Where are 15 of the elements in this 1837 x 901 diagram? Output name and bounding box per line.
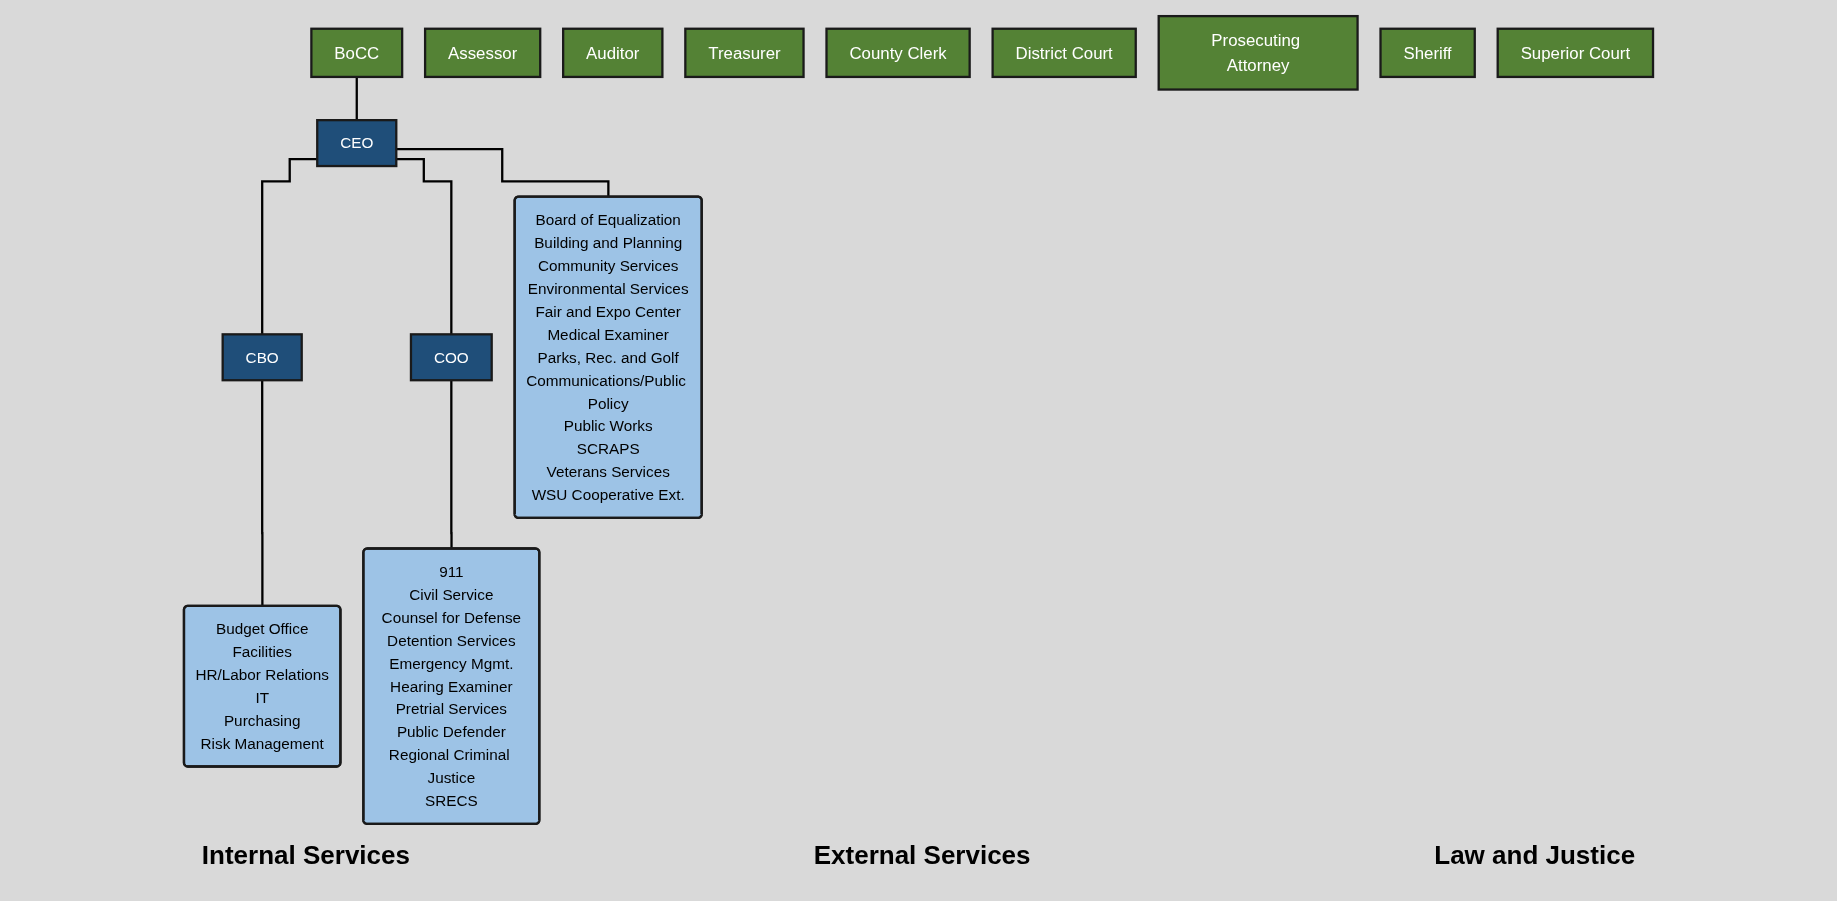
node-box: Auditor bbox=[562, 27, 664, 79]
node-box: Sheriff bbox=[1379, 27, 1476, 79]
node-box: District Court bbox=[991, 27, 1137, 79]
node-box: Prosecuting Attorney bbox=[1157, 14, 1359, 91]
node-box: CBO bbox=[221, 333, 303, 382]
section-label: Internal Services bbox=[201, 840, 410, 871]
section-label: Law and Justice bbox=[1434, 840, 1636, 871]
node-box: County Clerk bbox=[825, 27, 971, 79]
node-box: Treasurer bbox=[684, 27, 805, 79]
node-box: CEO bbox=[316, 119, 398, 168]
node-box: Superior Court bbox=[1496, 27, 1655, 79]
node-box: BoCC bbox=[310, 27, 404, 79]
node-box: Assessor bbox=[423, 27, 542, 79]
section-label: External Services bbox=[813, 840, 1031, 871]
node-box: COO bbox=[409, 333, 493, 382]
